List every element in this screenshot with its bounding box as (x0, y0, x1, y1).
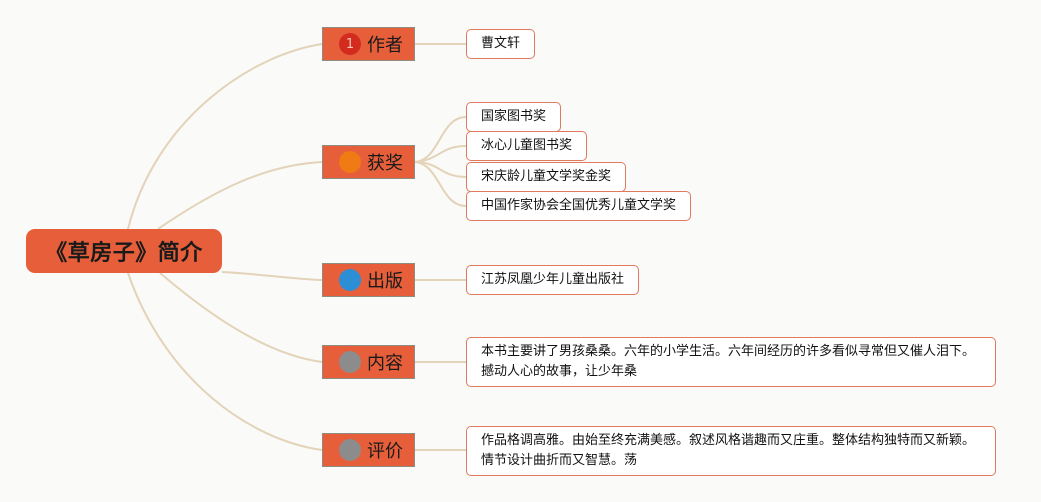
root-node[interactable]: 《草房子》简介 (26, 229, 222, 273)
leaf-text: 中国作家协会全国优秀儿童文学奖 (481, 198, 677, 213)
branch-review[interactable]: 评价 (322, 433, 415, 467)
leaf-award-4[interactable]: 中国作家协会全国优秀儿童文学奖 (466, 191, 692, 221)
circle-gray-icon (339, 351, 361, 373)
leaf-award-3[interactable]: 宋庆龄儿童文学奖金奖 (466, 162, 627, 192)
branch-publish[interactable]: 出版 (322, 263, 415, 297)
leaf-text: 作品格调高雅。由始至终充满美感。叙述风格谐趣而又庄重。整体结构独特而又新颖。情节… (481, 433, 976, 468)
connector-root-awards (157, 161, 323, 230)
root-title: 《草房子》简介 (45, 241, 203, 266)
branch-label: 获奖 (367, 153, 403, 174)
leaf-award-2[interactable]: 冰心儿童图书奖 (466, 131, 588, 161)
branch-author[interactable]: 1 作者 (322, 27, 415, 61)
connector-root-review (127, 272, 323, 451)
leaf-award-1[interactable]: 国家图书奖 (466, 102, 562, 132)
connector-root-content (159, 272, 323, 363)
branch-content[interactable]: 内容 (322, 345, 415, 379)
connector-root-publish (221, 271, 323, 281)
connector-awards-leaf-2 (414, 145, 467, 163)
leaf-author-name[interactable]: 曹文轩 (466, 29, 536, 59)
circle-number-1-icon: 1 (339, 33, 361, 55)
badge-number: 1 (345, 36, 355, 52)
circle-orange-icon (339, 151, 361, 173)
branch-label: 内容 (367, 353, 403, 374)
leaf-text: 江苏凤凰少年儿童出版社 (481, 272, 625, 287)
circle-blue-icon (339, 269, 361, 291)
connector-root-author (127, 43, 323, 230)
branch-awards[interactable]: 获奖 (322, 145, 415, 179)
leaf-text: 国家图书奖 (481, 109, 547, 124)
branch-label: 出版 (367, 271, 403, 292)
leaf-content-summary[interactable]: 本书主要讲了男孩桑桑。六年的小学生活。六年间经历的许多看似寻常但又催人泪下。撼动… (466, 337, 996, 387)
branch-label: 作者 (367, 35, 403, 56)
leaf-review-summary[interactable]: 作品格调高雅。由始至终充满美感。叙述风格谐趣而又庄重。整体结构独特而又新颖。情节… (466, 426, 996, 476)
leaf-text: 冰心儿童图书奖 (481, 138, 573, 153)
connector-awards-leaf-1 (414, 116, 467, 163)
connector-awards-leaf-4 (414, 161, 467, 207)
leaf-text: 本书主要讲了男孩桑桑。六年的小学生活。六年间经历的许多看似寻常但又催人泪下。撼动… (481, 344, 976, 379)
leaf-text: 宋庆龄儿童文学奖金奖 (481, 169, 612, 184)
branch-label: 评价 (367, 441, 403, 462)
leaf-publisher[interactable]: 江苏凤凰少年儿童出版社 (466, 265, 640, 295)
leaf-text: 曹文轩 (481, 36, 521, 51)
circle-gray-icon (339, 439, 361, 461)
